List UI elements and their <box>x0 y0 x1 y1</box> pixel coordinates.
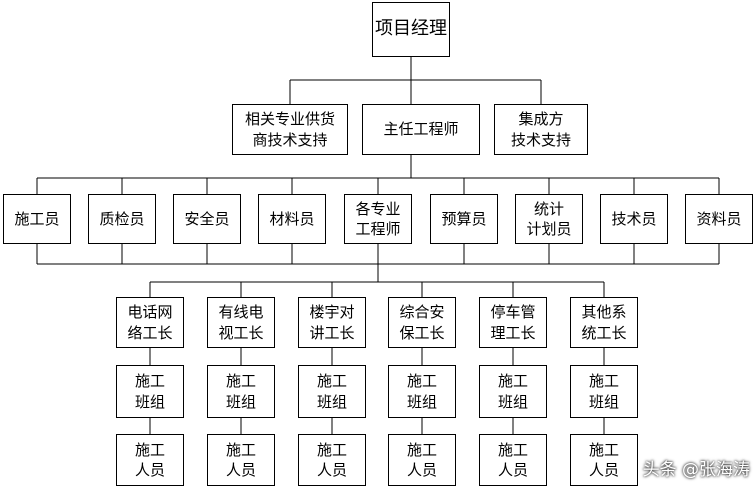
telephone-network-foreman-box: 电话网 络工长 <box>116 297 184 348</box>
project-manager-box: 项目经理 <box>372 2 450 57</box>
cable-tv-foreman-box: 有线电 视工长 <box>207 297 275 348</box>
construction-staff-box: 施工 人员 <box>116 434 184 486</box>
construction-group-box: 施工 班组 <box>298 365 366 418</box>
construction-staff-box: 施工 人员 <box>207 434 275 486</box>
building-intercom-foreman-box: 楼宇对 讲工长 <box>298 297 366 348</box>
technician-box: 技术员 <box>600 194 668 244</box>
construction-group-box: 施工 班组 <box>479 365 547 418</box>
construction-staff-box: 施工 人员 <box>298 434 366 486</box>
other-systems-foreman-box: 其他系 统工长 <box>570 297 638 348</box>
quality-inspector-box: 质检员 <box>88 194 156 244</box>
construction-group-box: 施工 班组 <box>207 365 275 418</box>
security-foreman-box: 综合安 保工长 <box>388 297 456 348</box>
watermark: 头条 @张海涛 <box>642 460 750 480</box>
constructor-box: 施工员 <box>3 194 71 244</box>
construction-group-box: 施工 班组 <box>116 365 184 418</box>
construction-staff-box: 施工 人员 <box>570 434 638 486</box>
chief-engineer-box: 主任工程师 <box>362 104 480 155</box>
construction-group-box: 施工 班组 <box>388 365 456 418</box>
planning-statistician-box: 统计 计划员 <box>515 194 583 244</box>
material-officer-box: 材料员 <box>258 194 326 244</box>
documentation-officer-box: 资料员 <box>685 194 753 244</box>
budget-officer-box: 预算员 <box>430 194 498 244</box>
integrator-support-box: 集成方 技术支持 <box>494 104 588 155</box>
construction-group-box: 施工 班组 <box>570 365 638 418</box>
construction-staff-box: 施工 人员 <box>479 434 547 486</box>
specialty-engineers-box: 各专业 工程师 <box>344 194 412 244</box>
parking-foreman-box: 停车管 理工长 <box>479 297 547 348</box>
safety-officer-box: 安全员 <box>173 194 241 244</box>
construction-staff-box: 施工 人员 <box>388 434 456 486</box>
supplier-support-box: 相关专业供货 商技术支持 <box>232 104 348 155</box>
